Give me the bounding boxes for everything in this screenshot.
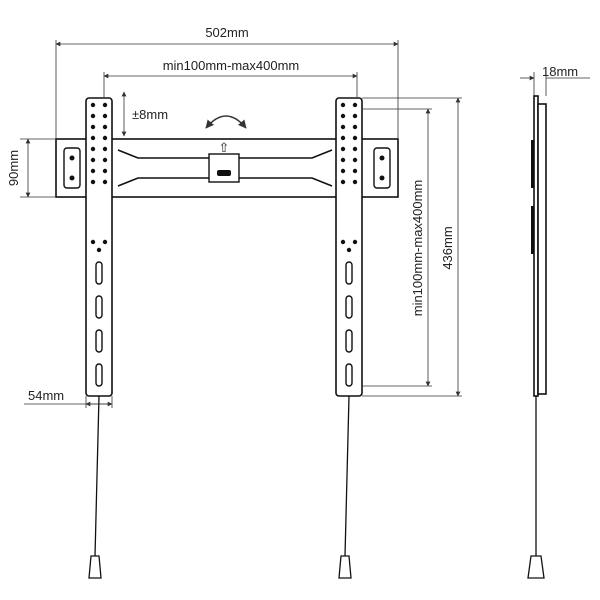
adjustment-label: ±8mm xyxy=(132,107,168,122)
right-pull-cord xyxy=(344,395,350,557)
side-view-wall-bracket xyxy=(531,140,534,188)
arm-length-label: 436mm xyxy=(440,226,455,269)
left-arm xyxy=(85,97,113,579)
arm-width-label: 54mm xyxy=(28,388,64,403)
dimension-lines xyxy=(20,40,590,408)
side-view-cord-weight xyxy=(527,555,545,579)
right-arm xyxy=(335,97,363,579)
center-lock-slot xyxy=(217,170,231,176)
level-up-icon: ⇧ xyxy=(219,140,230,155)
center-lock xyxy=(208,153,240,183)
wall-plate-height-label: 90mm xyxy=(6,150,21,186)
depth-label: 18mm xyxy=(542,64,578,79)
side-view-lower-bracket xyxy=(531,206,534,254)
wall-plate-left-slot xyxy=(63,147,81,189)
rotation-arrow-icon xyxy=(205,115,247,129)
right-arm-holes-top xyxy=(340,102,358,185)
overall-width-label: 502mm xyxy=(205,25,248,40)
vertical-hole-spacing-label: min100mm-max400mm xyxy=(410,180,425,317)
side-view-plate xyxy=(537,103,547,395)
right-cord-weight xyxy=(338,555,352,579)
hole-spacing-label: min100mm-max400mm xyxy=(163,58,300,73)
left-arm-holes-top xyxy=(90,102,108,185)
wall-plate-right-slot xyxy=(373,147,391,189)
left-cord-weight xyxy=(88,555,102,579)
left-pull-cord xyxy=(94,395,100,557)
front-view: ⇧ xyxy=(55,91,399,579)
side-view xyxy=(527,95,547,579)
